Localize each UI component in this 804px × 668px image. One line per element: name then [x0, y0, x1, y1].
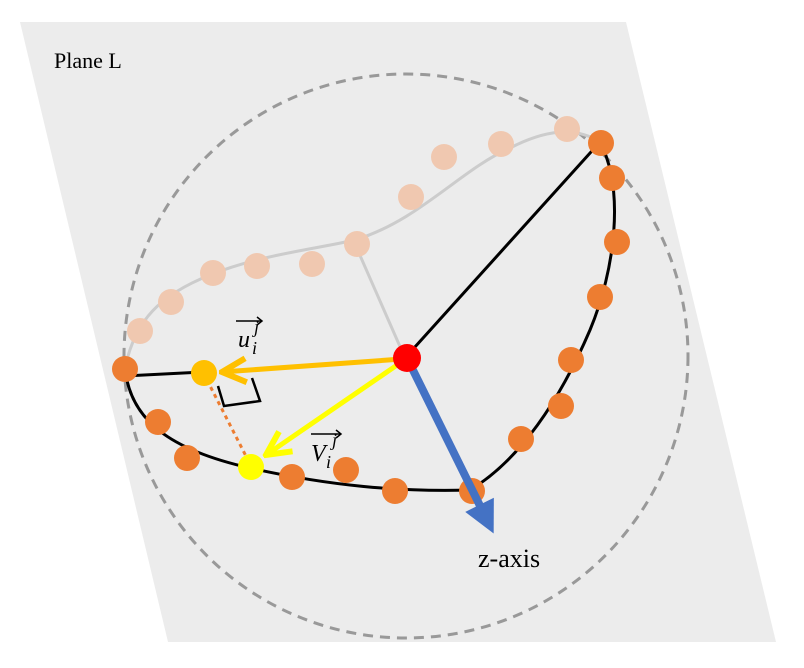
z-axis-label: z-axis	[478, 544, 540, 573]
v-point	[238, 454, 264, 480]
v-vector-base: V	[311, 441, 328, 467]
center-point	[393, 344, 421, 372]
u-vector-sub: i	[252, 338, 257, 358]
back-point	[398, 184, 424, 210]
front-point	[599, 165, 625, 191]
back-point	[127, 318, 153, 344]
u-vector-overline-head	[256, 316, 264, 326]
back-points	[127, 116, 580, 344]
back-point	[431, 144, 457, 170]
front-point	[548, 393, 574, 419]
front-point	[333, 457, 359, 483]
back-point	[158, 289, 184, 315]
back-point	[488, 131, 514, 157]
front-point	[588, 130, 614, 156]
back-point	[244, 253, 270, 279]
v-vector-sup: j	[330, 430, 337, 450]
front-point	[279, 464, 305, 490]
back-spoke-line	[353, 243, 407, 359]
back-point	[200, 260, 226, 286]
u-vector-label: u i j	[236, 316, 264, 358]
front-point	[382, 478, 408, 504]
back-point	[299, 251, 325, 277]
front-point	[112, 356, 138, 382]
v-vector-arrow	[266, 360, 402, 455]
u-vector-sup: j	[252, 317, 259, 337]
v-vector-sub: i	[326, 452, 331, 472]
front-point	[508, 426, 534, 452]
front-point	[174, 445, 200, 471]
u-vector-arrow	[222, 359, 403, 372]
front-point	[604, 229, 630, 255]
back-point	[554, 116, 580, 142]
right-angle-marker	[216, 377, 262, 408]
plane-l	[20, 22, 776, 642]
left-connector-line	[124, 370, 204, 378]
front-point	[558, 347, 584, 373]
v-vector-label: V i j	[311, 429, 343, 472]
z-axis-arrow	[404, 358, 494, 534]
dashed-boundary-circle	[122, 72, 690, 640]
u-vector-base: u	[238, 327, 250, 353]
u-point	[191, 360, 217, 386]
front-point	[587, 284, 613, 310]
front-points	[112, 130, 630, 504]
plane-label: Plane L	[54, 48, 122, 73]
front-spoke-line	[403, 140, 602, 360]
front-point	[145, 409, 171, 435]
v-vector-overline-head	[335, 429, 343, 439]
back-point	[344, 231, 370, 257]
